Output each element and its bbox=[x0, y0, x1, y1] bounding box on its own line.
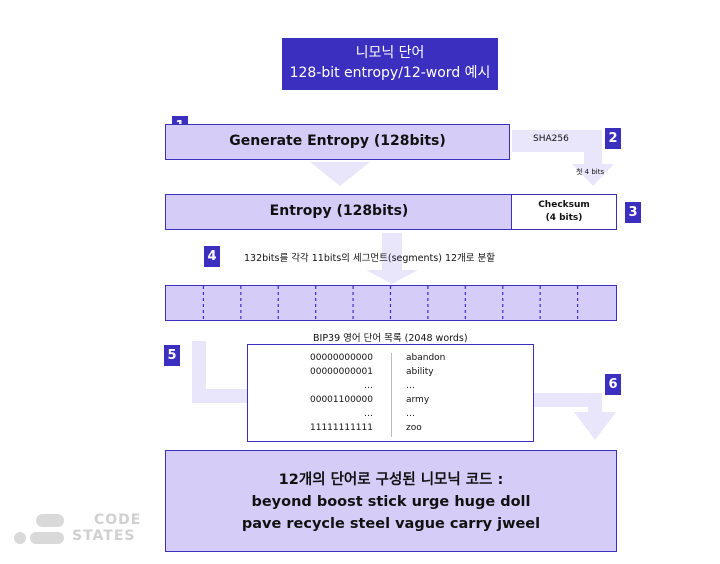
checksum-line-1: Checksum bbox=[538, 200, 590, 210]
mnemonic-line-2: pave recycle steel vague carry jweel bbox=[241, 516, 541, 532]
mnemonic-heading: 12개의 단어로 구성된 니모닉 코드 : bbox=[278, 472, 504, 488]
wordlist-bits: 00001100000 bbox=[310, 395, 373, 405]
wordlist-word: … bbox=[406, 381, 415, 391]
entropy-label: Entropy (128bits) bbox=[269, 203, 409, 219]
entropy-bar: Entropy (128bits) bbox=[165, 194, 513, 230]
flow-left-horizontal bbox=[192, 389, 248, 403]
flow-left-vertical bbox=[192, 341, 206, 403]
logo-text-code: CODE bbox=[94, 512, 142, 528]
mnemonic-line-1: beyond boost stick urge huge doll bbox=[251, 494, 531, 510]
entropy-down-arrow bbox=[310, 162, 370, 186]
split-arrow-stem bbox=[382, 233, 402, 271]
wordlist-bits: … bbox=[364, 381, 373, 391]
flow-right-arrow-head bbox=[574, 412, 616, 440]
title-line-1: 니모닉 단어 bbox=[355, 45, 425, 61]
wordlist-bits: … bbox=[364, 409, 373, 419]
wordlist-bits: 11111111111 bbox=[310, 423, 373, 433]
split-description: 132bits를 각각 11bits의 세그먼트(segments) 12개로 … bbox=[244, 253, 496, 264]
diagram-title: 니모닉 단어 128-bit entropy/12-word 예시 bbox=[282, 38, 498, 90]
title-line-2: 128-bit entropy/12-word 예시 bbox=[289, 65, 491, 81]
sha256-arrow-head bbox=[572, 164, 614, 186]
first-4-bits-label: 첫 4 bits bbox=[576, 168, 605, 176]
sha256-label: SHA256 bbox=[533, 134, 569, 144]
wordlist-divider bbox=[391, 353, 392, 437]
sha256-arrow-stem bbox=[584, 130, 602, 164]
mnemonic-result-box: 12개의 단어로 구성된 니모닉 코드 : beyond boost stick… bbox=[165, 450, 617, 552]
segment-dividers bbox=[202, 286, 579, 319]
wordlist-word: army bbox=[406, 395, 430, 405]
wordlist-word: … bbox=[406, 409, 415, 419]
split-arrow-head bbox=[366, 270, 418, 284]
logo-text-states: STATES bbox=[72, 528, 136, 544]
step-3-badge: 3 bbox=[625, 202, 641, 223]
wordlist-word: zoo bbox=[406, 423, 422, 433]
step-5-badge: 5 bbox=[164, 345, 180, 366]
logo-dot bbox=[14, 532, 26, 544]
generate-entropy-bar: Generate Entropy (128bits) bbox=[165, 124, 510, 160]
wordlist-bits: 00000000000 bbox=[310, 353, 373, 363]
generate-entropy-label: Generate Entropy (128bits) bbox=[229, 133, 446, 149]
wordlist-box: 00000000000 abandon 00000000001 ability … bbox=[247, 344, 534, 442]
sha256-arrow-band bbox=[512, 130, 594, 152]
flow-right-vertical bbox=[588, 393, 602, 415]
flow-right-horizontal bbox=[534, 393, 602, 407]
step-6-badge: 6 bbox=[605, 374, 621, 395]
step-4-badge: 4 bbox=[204, 246, 220, 267]
step-2-badge: 2 bbox=[605, 128, 621, 149]
segments-bar bbox=[165, 285, 617, 321]
logo-pill-top bbox=[36, 514, 64, 527]
wordlist-word: abandon bbox=[406, 353, 446, 363]
wordlist-word: ability bbox=[406, 367, 434, 377]
logo-pill-bottom bbox=[30, 532, 64, 544]
wordlist-bits: 00000000001 bbox=[310, 367, 373, 377]
wordlist-title: BIP39 영어 단어 목록 (2048 words) bbox=[313, 333, 468, 344]
checksum-box: Checksum (4 bits) bbox=[511, 194, 617, 230]
checksum-line-2: (4 bits) bbox=[545, 213, 583, 223]
